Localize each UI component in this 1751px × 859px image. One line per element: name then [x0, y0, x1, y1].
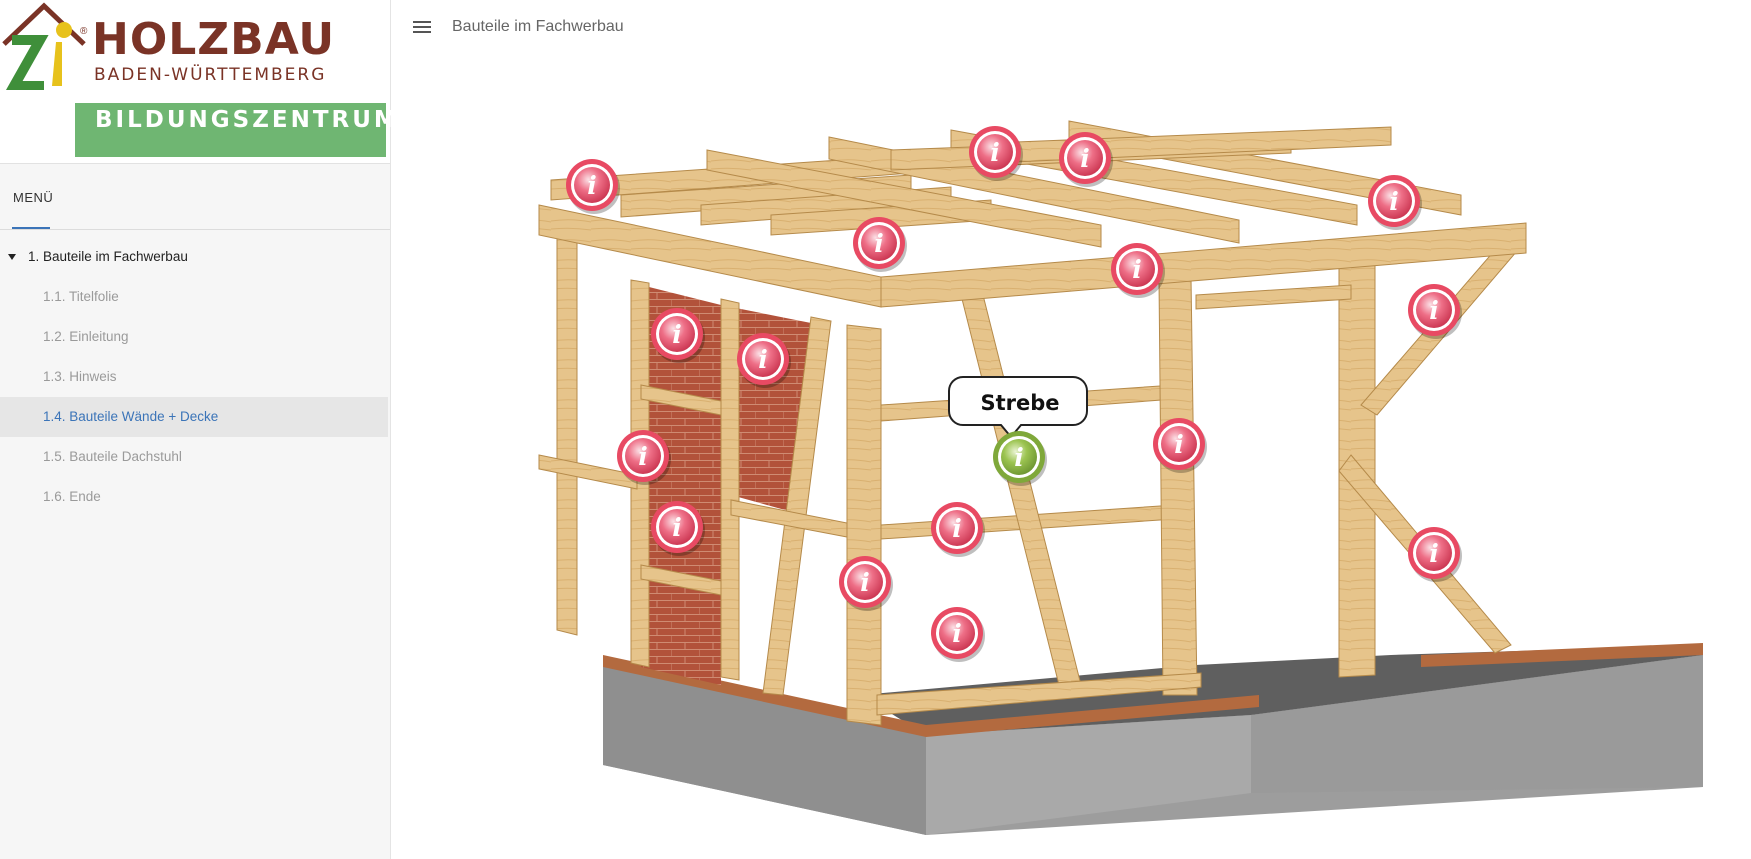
info-icon: i [874, 229, 884, 258]
info-icon: i [990, 138, 1000, 167]
sidebar-item-label: 1.5. Bauteile Dachstuhl [43, 449, 182, 464]
registered-mark: ® [80, 26, 88, 37]
info-hotspot[interactable]: i [1153, 418, 1207, 473]
info-icon: i [1429, 539, 1439, 568]
left-wall-frame [538, 234, 882, 726]
back-wall-frame [1195, 242, 1518, 678]
info-hotspot[interactable]: i [853, 217, 907, 272]
info-icon: i [672, 320, 682, 349]
sidebar-item-label: 1.1. Titelfolie [43, 289, 119, 304]
info-hotspot[interactable]: i [651, 501, 705, 556]
sidebar-item-hinweis[interactable]: 1.3. Hinweis [0, 358, 388, 396]
tooltip-label: Strebe [980, 391, 1059, 415]
info-icon: i [1080, 144, 1090, 173]
info-hotspot[interactable]: i [566, 159, 620, 214]
info-hotspot[interactable]: i [839, 556, 893, 611]
sidebar-item-bauteile-dachstuhl[interactable]: 1.5. Bauteile Dachstuhl [0, 438, 388, 476]
info-hotspot-active[interactable]: i [993, 431, 1047, 486]
sidebar-item-label: 1.6. Ende [43, 489, 101, 504]
info-hotspot[interactable]: i [931, 607, 985, 662]
logo-title: HOLZBAU [92, 14, 336, 65]
hamburger-menu-icon[interactable] [413, 21, 431, 35]
logo-banner: BILDUNGSZENTRUM [75, 103, 397, 157]
info-icon: i [587, 171, 597, 200]
front-wall-frame [876, 276, 1202, 716]
info-hotspot[interactable]: i [1408, 527, 1462, 582]
info-hotspot[interactable]: i [617, 430, 671, 485]
caret-down-icon[interactable] [8, 254, 16, 260]
info-hotspot[interactable]: i [1111, 243, 1165, 298]
info-hotspot[interactable]: i [1059, 132, 1113, 187]
info-icon: i [1014, 443, 1024, 472]
zi-logo-icon: Zi [2, 2, 86, 90]
info-hotspot[interactable]: i [737, 333, 791, 388]
top-bar: Bauteile im Fachwerbau [391, 0, 1751, 55]
info-icon: i [1389, 187, 1399, 216]
info-icon: i [1174, 430, 1184, 459]
info-icon: i [672, 513, 682, 542]
info-hotspot[interactable]: i [969, 126, 1023, 181]
sidebar-item-bauteile-im-fachwerbau[interactable]: 1. Bauteile im Fachwerbau [0, 238, 388, 276]
sidebar-item-titelfolie[interactable]: 1.1. Titelfolie [0, 278, 388, 316]
sidebar-item-label: 1.2. Einleitung [43, 329, 129, 344]
sidebar-item-ende[interactable]: 1.6. Ende [0, 478, 388, 516]
hotspot-layer: i i i i i i i i i i i i i i i i i [566, 126, 1462, 662]
roof-joists [550, 120, 1462, 248]
info-hotspot[interactable]: i [931, 502, 985, 557]
concrete-foundation [603, 643, 1703, 835]
sidebar: Zi ® HOLZBAU BADEN-WÜRTTEMBERG BILDUNGSZ… [0, 0, 397, 859]
sidebar-item-bauteile-waende-decke[interactable]: 1.4. Bauteile Wände + Decke [0, 397, 388, 437]
info-icon: i [638, 442, 648, 471]
info-hotspot[interactable]: i [1368, 175, 1422, 230]
sidebar-item-label: 1.3. Hinweis [43, 369, 117, 384]
strebe-tooltip: Strebe [948, 376, 1088, 439]
menu-header: MENÜ [0, 164, 390, 230]
info-icon: i [1429, 296, 1439, 325]
info-icon: i [952, 514, 962, 543]
logo[interactable]: Zi ® HOLZBAU BADEN-WÜRTTEMBERG BILDUNGSZ… [0, 0, 397, 164]
logo-subtitle: BADEN-WÜRTTEMBERG [94, 65, 327, 85]
menu-title: MENÜ [13, 190, 54, 205]
sidebar-item-label: 1.4. Bauteile Wände + Decke [43, 409, 219, 424]
top-plates [538, 204, 1527, 308]
menu-title-underline [12, 227, 50, 229]
page-title: Bauteile im Fachwerbau [452, 18, 624, 35]
sidebar-item-label: 1. Bauteile im Fachwerbau [28, 249, 188, 264]
info-hotspot[interactable]: i [651, 308, 705, 363]
info-icon: i [952, 619, 962, 648]
info-icon: i [860, 568, 870, 597]
timber-frame-illustration: Strebe i i i i i i i i i i i i i i i i i [538, 120, 1703, 835]
sidebar-item-einleitung[interactable]: 1.2. Einleitung [0, 318, 388, 356]
info-icon: i [758, 345, 768, 374]
info-icon: i [1132, 255, 1142, 284]
info-hotspot[interactable]: i [1408, 284, 1462, 339]
